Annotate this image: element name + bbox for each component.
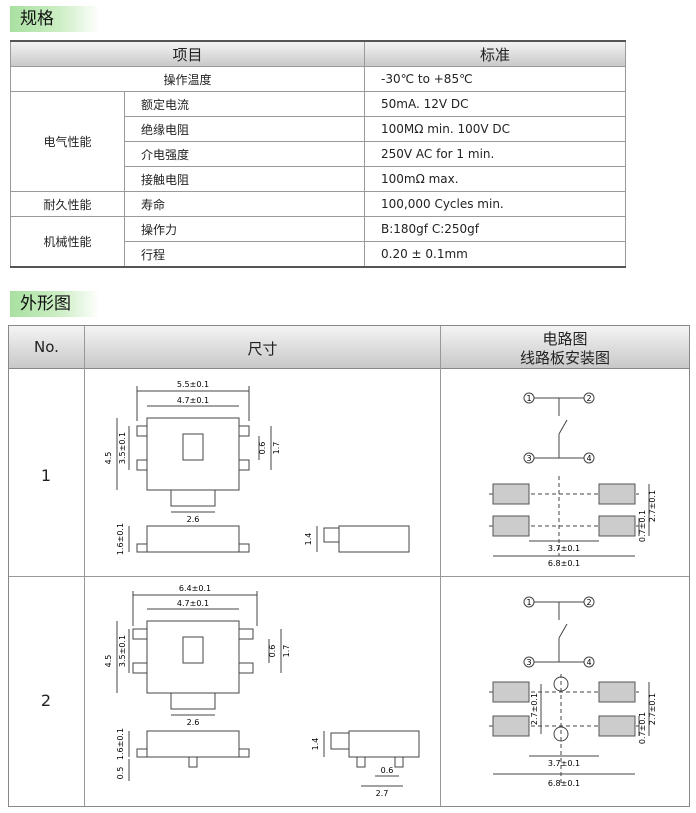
dim-label: 0.6	[381, 766, 394, 775]
dim-label: 3.5±0.1	[118, 432, 127, 464]
header-size-cell: 尺寸	[85, 326, 440, 369]
dim-label: 2.7±0.1	[648, 693, 657, 725]
spec-header-item: 项目	[10, 40, 365, 67]
circuit-pcb-drawing-1: 1 2 3 4 2.7±0.1 0.7±0.1 3.7±0.1 6.8±0.1	[489, 392, 657, 568]
divider	[440, 326, 441, 806]
dim-label: 3.7±0.1	[548, 759, 580, 768]
dim-label: 4.5	[104, 655, 113, 668]
dim-label: 5.5±0.1	[177, 380, 209, 389]
outline-section-title: 外形图	[10, 291, 100, 317]
spec-item-label: 寿命	[124, 191, 365, 217]
pin-label: 4	[586, 658, 591, 667]
spec-value: 0.20 ± 0.1mm	[364, 241, 626, 268]
spec-category: 电气性能	[10, 91, 125, 192]
dim-label: 2.7±0.1	[530, 693, 539, 725]
spec-item-label: 接触电阻	[124, 166, 365, 192]
spec-item-label: 操作温度	[10, 66, 365, 92]
row-number: 1	[40, 466, 52, 485]
header-size: 尺寸	[247, 340, 278, 358]
spec-row: 接触电阻 100mΩ max.	[11, 166, 626, 192]
circuit-pcb-drawing-2: 1 2 3 4 2.7±0.1 2.7±0.1 0.7±0.1 3.7±0.1 …	[489, 596, 657, 788]
spec-value: -30℃ to +85℃	[364, 66, 626, 92]
spec-row: 耐久性能 寿命 100,000 Cycles min.	[10, 191, 626, 217]
dimension-drawing-1: 5.5±0.1 4.7±0.1 4.5 3.5±0.1 0.6 1.7 2.6 …	[104, 380, 410, 555]
pin-label: 2	[586, 598, 591, 607]
spec-value: B:180gf C:250gf	[364, 216, 626, 242]
spec-section-title: 规格	[10, 6, 100, 32]
spec-row: 介电强度 250V AC for 1 min.	[11, 141, 626, 167]
pin-label: 4	[586, 454, 591, 463]
dim-label: 4.7±0.1	[177, 599, 209, 608]
spec-item-label: 额定电流	[124, 91, 365, 117]
divider	[84, 326, 85, 806]
dim-label: 1.4	[311, 738, 320, 751]
spec-value: 100,000 Cycles min.	[364, 191, 626, 217]
pin-label: 3	[526, 658, 531, 667]
spec-value: 100mΩ max.	[364, 166, 626, 192]
header-circuit-cell: 电路图 线路板安装图	[441, 326, 689, 369]
dim-label: 3.7±0.1	[548, 544, 580, 553]
dim-label: 1.4	[304, 533, 313, 546]
header-circuit: 电路图	[542, 330, 588, 348]
outline-frame: No. 尺寸 电路图 线路板安装图 1 2 5.5±0.1 4.7±0.	[8, 325, 690, 807]
spec-category: 机械性能	[10, 216, 125, 268]
spec-value: 250V AC for 1 min.	[364, 141, 626, 167]
spec-item-label: 操作力	[124, 216, 365, 242]
dim-label: 2.7±0.1	[648, 490, 657, 522]
dim-label: 6.8±0.1	[548, 559, 580, 568]
dim-label: 3.5±0.1	[118, 635, 127, 667]
pin-label: 1	[526, 394, 531, 403]
dim-label: 1.7	[272, 442, 281, 455]
header-pcb: 线路板安装图	[519, 349, 610, 367]
dim-label: 2.6	[187, 515, 200, 524]
dim-label: 0.7±0.1	[638, 712, 647, 744]
dim-label: 6.8±0.1	[548, 779, 580, 788]
dim-label: 2.7	[376, 789, 389, 798]
spec-row: 操作温度 -30℃ to +85℃	[10, 66, 626, 92]
spec-value: 100MΩ min. 100V DC	[364, 116, 626, 142]
spec-item-label: 行程	[124, 241, 365, 268]
spec-table: 项目 标准 操作温度 -30℃ to +85℃ 电气性能 额定电流 50mA. …	[10, 40, 626, 268]
dim-label: 2.6	[187, 718, 200, 727]
pin-label: 2	[586, 394, 591, 403]
dim-label: 0.6	[258, 442, 267, 455]
divider	[9, 576, 689, 577]
dim-label: 0.5	[116, 767, 125, 780]
dim-label: 6.4±0.1	[179, 584, 211, 593]
dimension-drawing-2: 6.4±0.1 4.7±0.1 4.5 3.5±0.1 0.6 1.7 2.6 …	[104, 584, 420, 798]
pin-label: 1	[526, 598, 531, 607]
header-no-cell: No.	[9, 326, 84, 369]
dim-label: 1.6±0.1	[116, 523, 125, 555]
spec-header-row: 项目 标准	[10, 40, 626, 67]
dim-label: 0.7±0.1	[638, 510, 647, 542]
spec-row: 绝缘电阻 100MΩ min. 100V DC	[11, 116, 626, 142]
spec-item-label: 绝缘电阻	[124, 116, 365, 142]
dim-label: 4.7±0.1	[177, 396, 209, 405]
spec-item-label: 介电强度	[124, 141, 365, 167]
spec-category: 耐久性能	[10, 191, 125, 217]
dim-label: 0.6	[268, 645, 277, 658]
row-number: 2	[40, 691, 52, 710]
dim-label: 1.6±0.1	[116, 728, 125, 760]
pin-label: 3	[526, 454, 531, 463]
dim-label: 1.7	[282, 645, 291, 658]
spec-header-standard: 标准	[364, 40, 626, 67]
dim-label: 4.5	[104, 452, 113, 465]
spec-row: 机械性能 操作力 B:180gf C:250gf	[10, 216, 626, 268]
spec-row: 行程 0.20 ± 0.1mm	[11, 241, 626, 268]
spec-row: 电气性能 额定电流 50mA. 12V DC	[10, 91, 626, 192]
header-no: No.	[34, 338, 59, 356]
spec-value: 50mA. 12V DC	[364, 91, 626, 117]
